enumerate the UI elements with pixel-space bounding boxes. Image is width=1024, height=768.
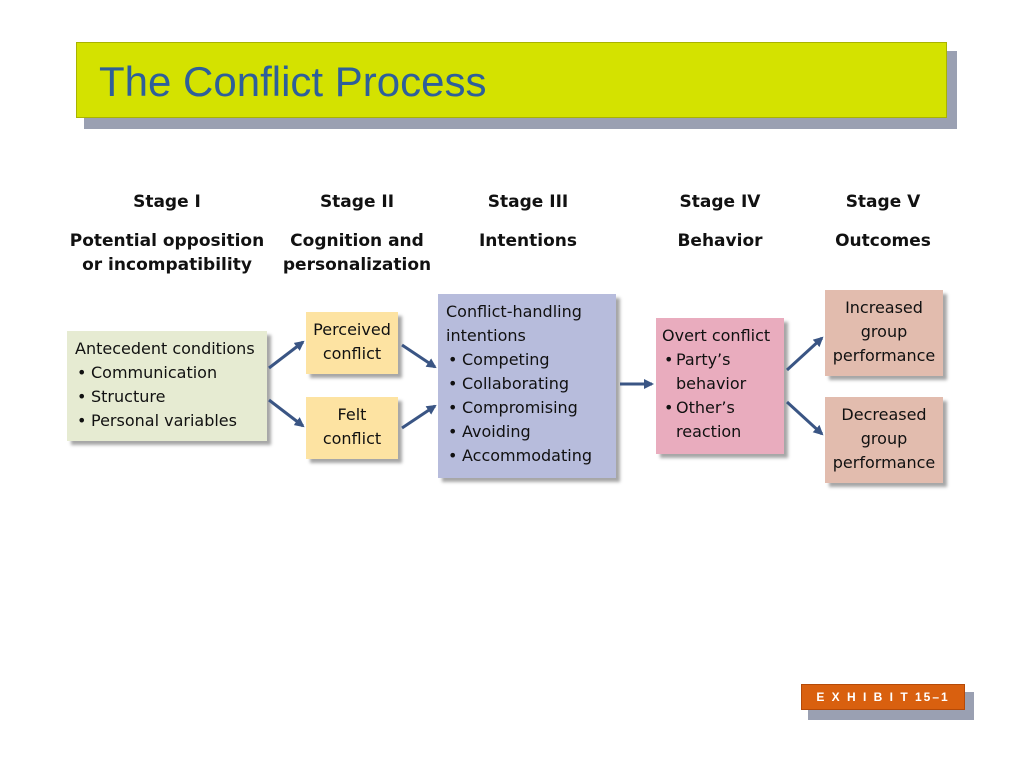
felt-line-2: conflict [322, 429, 382, 448]
stage-2-name-line-1: Cognition and [290, 231, 424, 251]
stage-1-number: Stage I [133, 192, 201, 212]
increased-line-2: group [860, 322, 908, 341]
stage-2-name-line-2: personalization [282, 255, 432, 275]
stage-4-name: Behavior [645, 229, 795, 253]
overt-list: Party’s behavior Other’s reaction [662, 348, 784, 444]
list-item: Personal variables [75, 409, 267, 433]
antecedent-heading: Antecedent conditions [75, 339, 255, 358]
arrow-overt-to-increased [785, 336, 824, 372]
arrow-antecedent-to-perceived [268, 340, 305, 370]
stage-5-name-line-1: Outcomes [835, 231, 931, 251]
list-item: Other’s reaction [662, 396, 784, 444]
conflict-handling-intentions-box: Conflict-handling intentions Competing C… [438, 294, 616, 478]
overt-conflict-box: Overt conflict Party’s behavior Other’s … [656, 318, 784, 454]
stage-2-name: Cognition and personalization [272, 229, 442, 277]
list-item: Competing [446, 348, 616, 372]
increased-line-3: performance [832, 346, 936, 365]
list-item: Accommodating [446, 444, 616, 468]
list-item: Structure [75, 385, 267, 409]
antecedent-list: Communication Structure Personal variabl… [75, 361, 267, 433]
stage-5-name: Outcomes [808, 229, 958, 253]
stage-1-name-line-2: or incompatibility [82, 255, 252, 275]
felt-conflict-box: Felt conflict [306, 397, 398, 459]
arrow-felt-to-intentions [401, 404, 437, 430]
decreased-line-2: group [860, 429, 908, 448]
overt-heading: Overt conflict [662, 326, 771, 345]
intentions-list: Competing Collaborating Compromising Avo… [446, 348, 616, 468]
stage-3-name-line-1: Intentions [478, 231, 578, 251]
increased-performance-box: Increased group performance [825, 290, 943, 376]
perceived-line-2: conflict [322, 344, 382, 363]
decreased-line-1: Decreased [841, 405, 927, 424]
decreased-line-3: performance [832, 453, 936, 472]
list-item-line-1: Party’s [676, 350, 731, 369]
perceived-conflict-box: Perceived conflict [306, 312, 398, 374]
stage-1-name: Potential opposition or incompatibility [57, 229, 277, 277]
page-title: The Conflict Process [99, 58, 487, 105]
list-item: Collaborating [446, 372, 616, 396]
felt-line-1: Felt [337, 405, 367, 424]
exhibit-label: E X H I B I T 15–1 [801, 684, 965, 710]
arrow-overt-to-decreased [785, 400, 824, 436]
perceived-line-1: Perceived [313, 320, 391, 339]
list-item-line-2: reaction [676, 422, 742, 441]
stage-5-number: Stage V [845, 192, 921, 212]
list-item: Communication [75, 361, 267, 385]
antecedent-conditions-box: Antecedent conditions Communication Stru… [67, 331, 267, 441]
list-item-line-2: behavior [676, 374, 747, 393]
stage-1-name-line-1: Potential opposition [69, 231, 265, 251]
intentions-heading-line-1: Conflict-handling [446, 302, 582, 321]
list-item: Party’s behavior [662, 348, 784, 396]
arrow-perceived-to-intentions [401, 343, 437, 369]
stage-4-name-line-1: Behavior [677, 231, 763, 251]
list-item: Avoiding [446, 420, 616, 444]
stage-4-number: Stage IV [679, 192, 761, 212]
stage-2-number: Stage II [319, 192, 395, 212]
stage-3-name: Intentions [453, 229, 603, 253]
increased-line-1: Increased [845, 298, 923, 317]
decreased-performance-box: Decreased group performance [825, 397, 943, 483]
list-item: Compromising [446, 396, 616, 420]
stage-3-number: Stage III [487, 192, 569, 212]
list-item-line-1: Other’s [676, 398, 735, 417]
title-bar: The Conflict Process [76, 42, 947, 118]
arrow-antecedent-to-felt [268, 398, 305, 428]
intentions-heading-line-2: intentions [446, 326, 526, 345]
